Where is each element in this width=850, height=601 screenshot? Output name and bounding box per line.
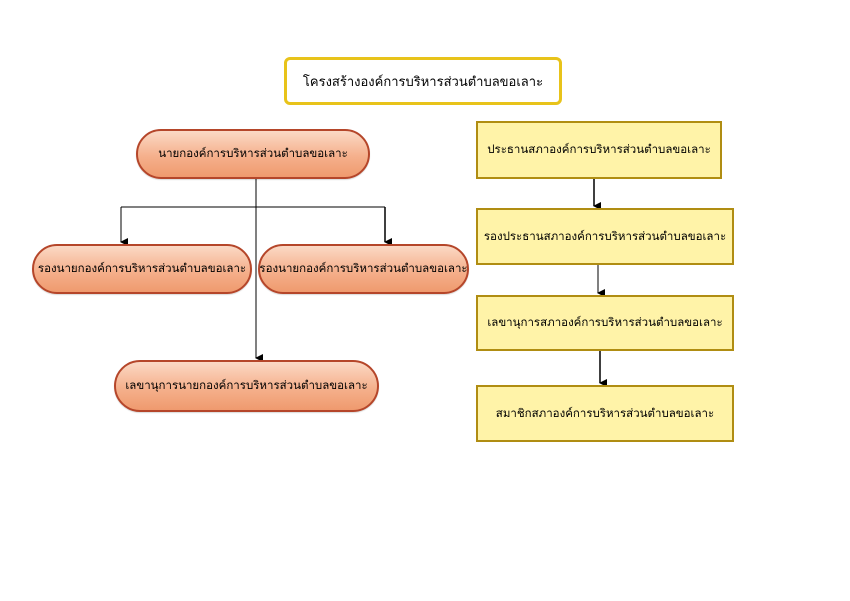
- node-mayor-label: นายกองค์การบริหารส่วนตำบลขอเลาะ: [158, 146, 348, 160]
- node-council-members-label: สมาชิกสภาองค์การบริหารส่วนตำบลขอเลาะ: [495, 405, 715, 420]
- node-deputy-left-label: รองนายกองค์การบริหารส่วนตำบลขอเลาะ: [37, 261, 247, 275]
- node-council-vice-chair-label: รองประธานสภาองค์การบริหารส่วนตำบลขอเลาะ: [483, 228, 727, 243]
- node-council-vice-chair: รองประธานสภาองค์การบริหารส่วนตำบลขอเลาะ: [476, 208, 734, 265]
- node-council-chair-label: ประธานสภาองค์การบริหารส่วนตำบลขอเลาะ: [487, 142, 711, 156]
- node-executive-secretary-label: เลขานุการนายกองค์การบริหารส่วนตำบลขอเลาะ: [125, 378, 368, 392]
- node-deputy-right: รองนายกองค์การบริหารส่วนตำบลขอเลาะ: [258, 244, 469, 294]
- chart-title: โครงสร้างองค์การบริหารส่วนตำบลขอเลาะ: [284, 57, 562, 105]
- node-council-members: สมาชิกสภาองค์การบริหารส่วนตำบลขอเลาะ: [476, 385, 734, 442]
- node-mayor: นายกองค์การบริหารส่วนตำบลขอเลาะ: [136, 129, 370, 179]
- chart-title-text: โครงสร้างองค์การบริหารส่วนตำบลขอเลาะ: [302, 74, 544, 90]
- node-deputy-right-label: รองนายกองค์การบริหารส่วนตำบลขอเลาะ: [259, 261, 468, 275]
- node-council-secretary-label: เลขานุการสภาองค์การบริหารส่วนตำบลขอเลาะ: [487, 315, 723, 329]
- node-council-chair: ประธานสภาองค์การบริหารส่วนตำบลขอเลาะ: [476, 121, 722, 179]
- node-executive-secretary: เลขานุการนายกองค์การบริหารส่วนตำบลขอเลาะ: [114, 360, 379, 412]
- node-council-secretary: เลขานุการสภาองค์การบริหารส่วนตำบลขอเลาะ: [476, 295, 734, 351]
- node-deputy-left: รองนายกองค์การบริหารส่วนตำบลขอเลาะ: [32, 244, 252, 294]
